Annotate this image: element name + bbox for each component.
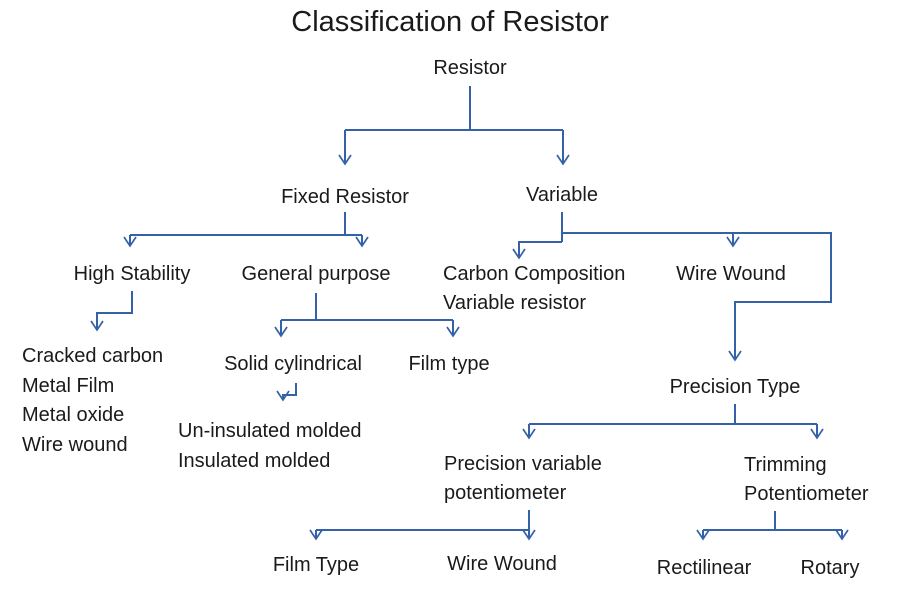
node-carbon-composition: Carbon Composition Variable resistor — [443, 260, 625, 318]
arrow-to-molded-types — [276, 383, 297, 402]
list-item: Wire wound — [22, 433, 128, 456]
node-rectilinear: Rectilinear — [656, 557, 752, 579]
list-item: Un-insulated molded — [178, 420, 362, 442]
node-rotary: Rotary — [800, 557, 860, 579]
node-wire-wound-bottom: Wire Wound — [447, 553, 557, 575]
list-item: Insulated molded — [178, 450, 331, 472]
node-fixed-resistor: Fixed Resistor — [281, 186, 409, 208]
node-general-purpose: General purpose — [241, 263, 391, 285]
diagram-title: Classification of Resistor — [291, 6, 609, 38]
list-item: Cracked carbon — [22, 345, 164, 367]
node-high-stability: High Stability — [73, 263, 191, 285]
list-molded-types: Un-insulated molded Insulated molded — [178, 416, 361, 476]
carbon-composition-line1: Carbon Composition — [443, 263, 626, 285]
trimming-line2: Potentiometer — [744, 483, 869, 505]
precision-variable-line1: Precision variable — [444, 453, 602, 475]
carbon-composition-line2: Variable resistor — [443, 292, 587, 314]
connector-variable-right-rail — [562, 232, 832, 362]
arrow-to-carbon-composition — [512, 241, 562, 260]
precision-variable-line2: potentiometer — [444, 482, 567, 504]
node-variable: Variable — [526, 184, 598, 206]
node-film-type-bottom: Film Type — [272, 554, 360, 576]
trimming-line1: Trimming — [744, 454, 827, 476]
node-wire-wound: Wire Wound — [676, 263, 786, 285]
node-film-type: Film type — [408, 353, 490, 375]
node-solid-cylindrical: Solid cylindrical — [224, 353, 362, 375]
list-item: Metal Film — [22, 374, 115, 397]
list-high-stability-types: Cracked carbon Metal Film Metal oxide Wi… — [22, 342, 163, 460]
node-precision-variable-potentiometer: Precision variable potentiometer — [444, 450, 602, 508]
node-trimming-potentiometer: Trimming Potentiometer — [744, 451, 869, 509]
node-resistor: Resistor — [433, 57, 507, 79]
arrow-to-high-stability-types — [90, 291, 133, 332]
list-item: Metal oxide — [22, 404, 125, 426]
node-precision-type: Precision Type — [669, 376, 801, 398]
